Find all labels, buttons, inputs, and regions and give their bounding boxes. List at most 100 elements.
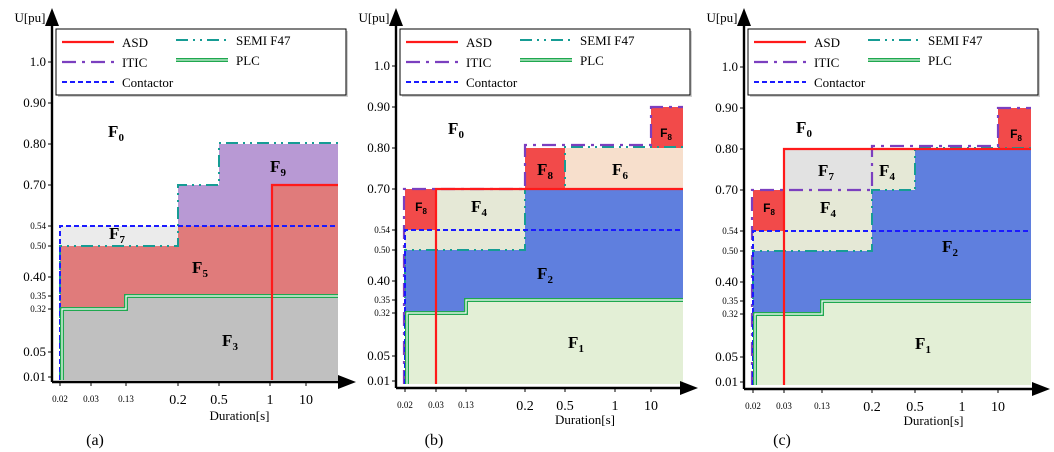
region-F3 [126, 296, 338, 380]
y-tick-label: 0.40 [23, 269, 46, 284]
region-F7 [60, 226, 178, 246]
y-tick-label: 0.35 [374, 295, 390, 305]
region-label-F2: F2 [537, 264, 553, 286]
y-axis-title: U[pu] [14, 10, 45, 25]
region-label-F5: F5 [192, 258, 208, 280]
region-F4 [436, 189, 525, 250]
panel-label: (b) [425, 432, 444, 449]
legend-item-asd: ASD [406, 35, 492, 50]
legend-item-itic: ITIC [62, 55, 147, 70]
y-tick-label: 0.54 [722, 226, 738, 236]
x-tick-label: 1 [267, 393, 274, 408]
y-tick-label: 0.40 [715, 274, 738, 289]
x-tick-label: 0.02 [397, 400, 413, 410]
legend-label: ASD [122, 35, 148, 50]
legend-label: ASD [466, 35, 492, 50]
legend-label: ITIC [814, 55, 839, 70]
curve-plc-inner [406, 299, 683, 384]
chart-panel-1: F0F9F7F5F31.00.900.800.700.540.500.400.3… [14, 8, 356, 449]
region-F9 [219, 144, 338, 185]
y-tick-label: 0.01 [23, 369, 46, 384]
y-tick-label: 0.05 [23, 344, 46, 359]
y-tick-label: 0.05 [367, 348, 390, 363]
region-label-F7: F7 [109, 224, 125, 246]
x-tick-label: 0.13 [814, 401, 830, 411]
curve-asd [782, 147, 1031, 385]
region-label-text: F0 [796, 118, 812, 140]
y-tick-label: 0.70 [23, 177, 46, 192]
y-axis-title: U[pu] [358, 10, 389, 25]
x-axis-title: Duration[s] [904, 413, 964, 428]
legend-item-asd: ASD [62, 35, 148, 50]
legend-item-plc: PLC [176, 53, 260, 68]
y-tick-label: 0.32 [374, 308, 390, 318]
x-tick-label: 0.03 [83, 394, 99, 404]
x-tick-label: 0.2 [863, 400, 881, 415]
region-F8 [753, 190, 784, 231]
curve-asd [434, 187, 683, 384]
region-label-F8: F8 [1010, 127, 1022, 143]
region-label-F1: F1 [568, 333, 584, 355]
y-tick-label: 0.90 [715, 100, 738, 115]
legend-label: PLC [236, 53, 260, 68]
y-axis-arrow-icon [45, 8, 59, 26]
region-label-text: F5 [192, 258, 208, 280]
region-label-F0: F0 [108, 122, 124, 144]
region-label-text: F0 [108, 122, 124, 144]
x-axis-arrow-icon [680, 381, 698, 395]
y-tick-label: 1.0 [30, 54, 46, 69]
region-F8 [405, 189, 436, 230]
region-F8 [998, 108, 1031, 149]
y-tick-label: 0.50 [30, 241, 46, 251]
axes: 1.00.900.800.700.540.500.400.350.320.050… [14, 8, 356, 449]
y-tick-label: 0.80 [367, 140, 390, 155]
legend-label: Contactor [814, 75, 866, 90]
x-tick-label: 0.5 [556, 399, 574, 414]
y-axis-arrow-icon [737, 8, 751, 26]
legend-item-itic: ITIC [754, 55, 839, 70]
region-F1 [466, 300, 683, 313]
region-F2 [872, 190, 915, 301]
x-tick-label: 0.02 [52, 394, 68, 404]
region-label-F2: F2 [942, 237, 958, 259]
y-tick-label: 0.35 [722, 296, 738, 306]
legend-label: PLC [928, 53, 952, 68]
x-axis-title: Duration[s] [210, 408, 270, 423]
x-tick-label: 0.13 [118, 394, 134, 404]
y-tick-label: 0.32 [722, 309, 738, 319]
legend-label: ITIC [466, 55, 491, 70]
region-F1 [753, 314, 1031, 385]
legend-item-asd: ASD [754, 35, 840, 50]
region-F4 [872, 149, 915, 190]
y-tick-label: 0.35 [30, 291, 46, 301]
legend-item-itic: ITIC [406, 55, 491, 70]
curve-plc-inner [61, 295, 338, 380]
region-F6 [565, 148, 683, 189]
panel-label: (a) [86, 432, 104, 449]
region-label-text: F7 [818, 161, 834, 183]
y-tick-label: 0.80 [715, 141, 738, 156]
region-F7 [784, 149, 872, 190]
region-F9 [178, 185, 219, 226]
region-F2 [525, 189, 683, 300]
legend-label: Contactor [122, 75, 174, 90]
region-label-F8: F8 [660, 126, 672, 142]
region-F8 [651, 107, 683, 148]
region-label-F7: F7 [818, 161, 834, 183]
legend-label: Contactor [466, 75, 518, 90]
region-label-text: F4 [471, 197, 487, 219]
region-label-F9: F9 [270, 157, 286, 179]
y-tick-label: 0.70 [367, 181, 390, 196]
region-label-text: F1 [568, 333, 584, 355]
region-label-text: F8 [763, 201, 775, 217]
y-tick-label: 1.0 [722, 59, 738, 74]
x-tick-label: 0.13 [458, 400, 474, 410]
region-label-F0: F0 [796, 118, 812, 140]
region-label-F3: F3 [222, 331, 238, 353]
curve-semi-f47 [752, 147, 1031, 385]
axes: 1.00.900.800.700.540.500.400.350.320.050… [706, 8, 1050, 449]
region-F9 [219, 185, 272, 226]
